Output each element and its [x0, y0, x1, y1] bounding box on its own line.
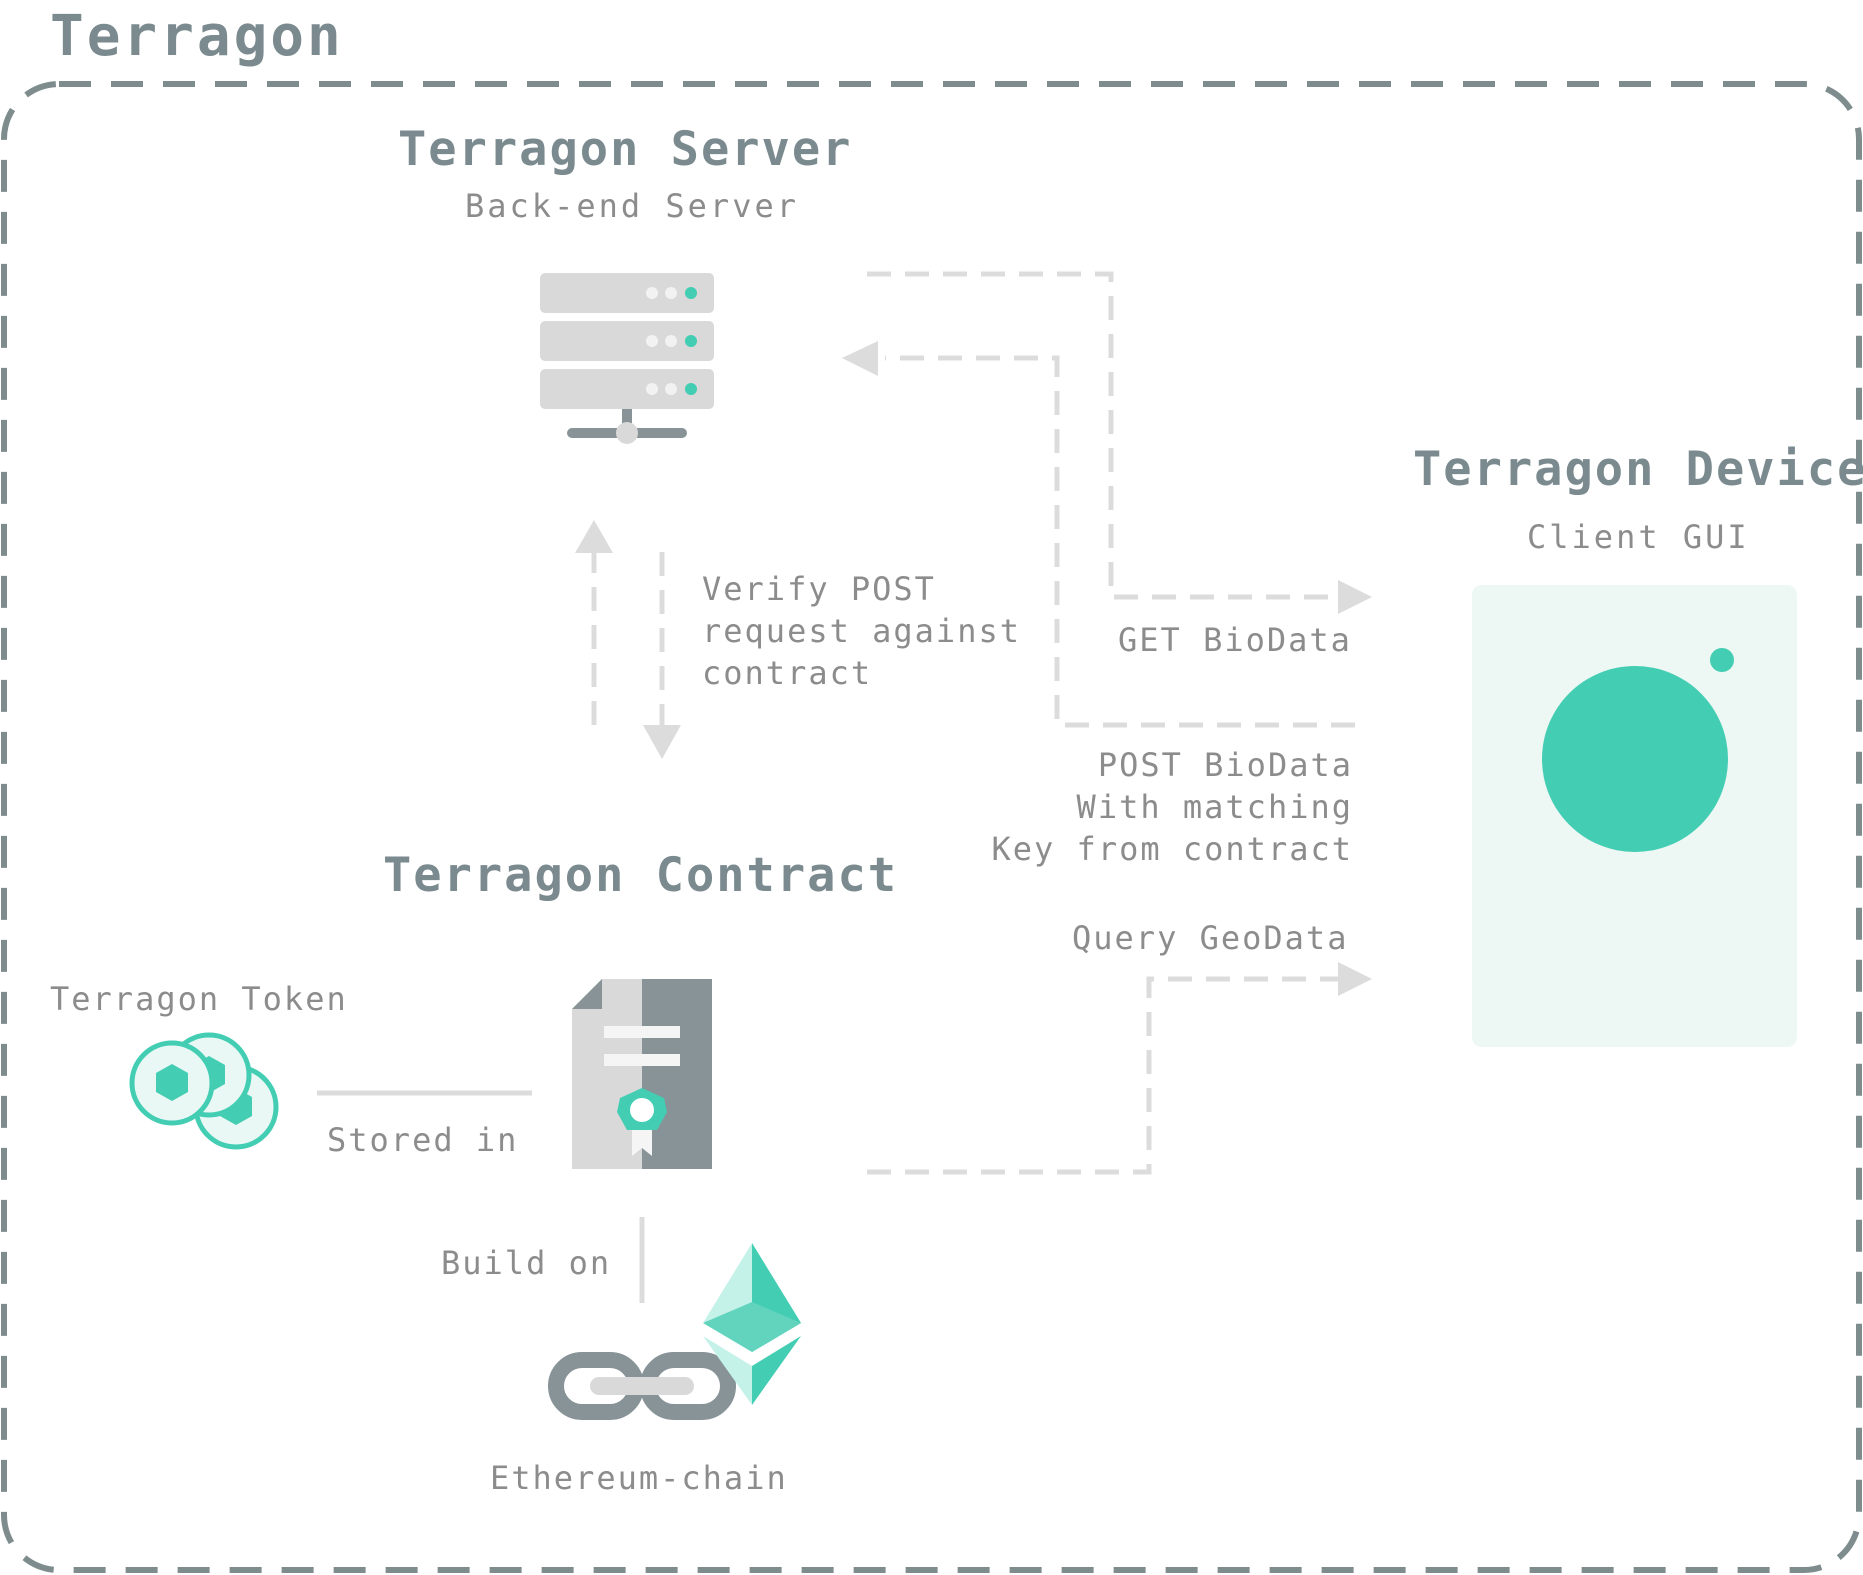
- arrow-right-query: [1338, 962, 1372, 996]
- chain-label: Ethereum-chain: [490, 1459, 788, 1497]
- ethereum-logo-icon: [703, 1243, 801, 1405]
- outer-frame: [1, 81, 1862, 1573]
- contract-document-icon: [572, 979, 712, 1169]
- query-geodata-label: Query GeoData: [1072, 919, 1349, 957]
- client-gui-panel: [1472, 585, 1797, 1047]
- token-label: Terragon Token: [50, 980, 348, 1018]
- device-title: Terragon Device: [1413, 442, 1863, 497]
- get-biodata-connector: [867, 271, 1338, 600]
- query-geodata-connector: [867, 976, 1338, 1175]
- dashed-connectors: [591, 271, 1355, 1175]
- build-on-label: Build on: [441, 1244, 612, 1282]
- server-icon: [540, 273, 714, 444]
- server-title: Terragon Server: [398, 122, 853, 177]
- verify-label: Verify POST request against contract: [702, 568, 1021, 694]
- frame-title: Terragon: [50, 4, 344, 69]
- arrowheads: [575, 341, 1372, 996]
- post-biodata-line-2: With matching: [1076, 788, 1353, 826]
- post-biodata-line-1: POST BioData: [1097, 746, 1353, 784]
- chain-link-icon: [548, 1352, 736, 1420]
- contract-title: Terragon Contract: [383, 848, 899, 903]
- get-biodata-label: GET BioData: [1118, 621, 1352, 659]
- arrow-up-verify: [575, 520, 613, 553]
- verify-label-line-3: contract: [702, 654, 873, 692]
- arrow-left-post: [842, 341, 878, 376]
- verify-label-line-1: Verify POST: [702, 570, 936, 608]
- post-biodata-label: POST BioData With matching Key from cont…: [991, 744, 1353, 870]
- post-biodata-line-3: Key from contract: [991, 830, 1353, 868]
- stored-in-label: Stored in: [327, 1121, 519, 1159]
- arrow-right-get: [1338, 580, 1372, 614]
- verify-label-line-2: request against: [702, 612, 1021, 650]
- device-subtitle: Client GUI: [1527, 518, 1750, 556]
- server-subtitle: Back-end Server: [465, 187, 799, 225]
- token-coins-icon: [129, 1032, 279, 1150]
- arrow-down-verify: [643, 725, 681, 759]
